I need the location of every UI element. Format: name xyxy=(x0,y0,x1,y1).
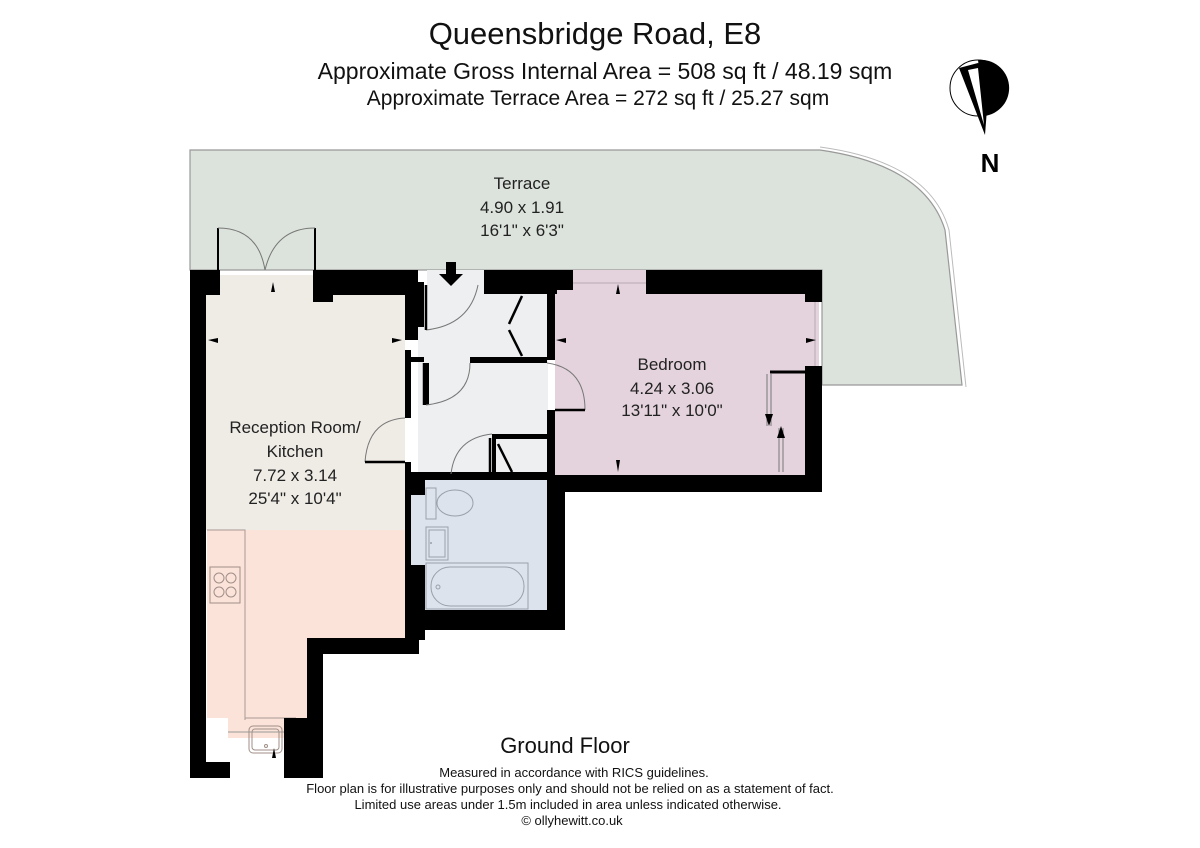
basin-icon xyxy=(425,526,449,561)
svg-text:4.90 x 1.91: 4.90 x 1.91 xyxy=(480,198,564,217)
north-label: N xyxy=(981,148,1000,178)
bathroom-niche xyxy=(410,495,425,565)
bathroom-floor xyxy=(425,480,547,610)
door-swings xyxy=(217,227,586,475)
north-arrow-icon xyxy=(949,59,1010,135)
svg-text:Bedroom: Bedroom xyxy=(638,355,707,374)
kitchen-floor xyxy=(207,530,405,718)
gross-internal-area: Approximate Gross Internal Area = 508 sq… xyxy=(317,58,893,84)
bathtub-icon xyxy=(425,562,529,610)
terrace-label: Terrace 4.90 x 1.91 16'1" x 6'3" xyxy=(480,174,564,240)
note-limited-use: Limited use areas under 1.5m included in… xyxy=(354,797,782,812)
svg-text:Kitchen: Kitchen xyxy=(267,442,324,461)
terrace-area-shape xyxy=(189,149,963,386)
svg-text:Terrace: Terrace xyxy=(494,174,551,193)
reception-label: Reception Room/ Kitchen 7.72 x 3.14 25'4… xyxy=(229,418,361,508)
bedroom-floor xyxy=(555,285,805,475)
floor-label: Ground Floor xyxy=(500,733,630,758)
dimension-markers xyxy=(208,282,816,758)
terrace-edge-line xyxy=(819,146,967,388)
note-disclaimer: Floor plan is for illustrative purposes … xyxy=(306,781,834,796)
svg-text:16'1" x 6'3": 16'1" x 6'3" xyxy=(480,221,564,240)
walls xyxy=(190,270,822,778)
wardrobe xyxy=(765,370,805,472)
note-rics: Measured in accordance with RICS guideli… xyxy=(439,765,709,780)
terrace-area: Approximate Terrace Area = 272 sq ft / 2… xyxy=(366,87,830,110)
hob-icon xyxy=(209,566,241,604)
bedroom-label: Bedroom 4.24 x 3.06 13'11" x 10'0" xyxy=(621,355,722,420)
plan-title: Queensbridge Road, E8 xyxy=(428,16,762,51)
entrance-arrow-icon xyxy=(439,262,463,286)
svg-text:7.72 x 3.14: 7.72 x 3.14 xyxy=(253,466,337,485)
kitchen-counter xyxy=(207,529,246,718)
sink-icon xyxy=(248,725,283,754)
svg-text:13'11" x 10'0": 13'11" x 10'0" xyxy=(621,401,722,420)
reception-door-recess xyxy=(205,275,317,295)
svg-text:Reception Room/: Reception Room/ xyxy=(229,418,361,437)
toilet-icon xyxy=(425,487,474,520)
door-leaves xyxy=(365,285,585,474)
bedroom-side-window xyxy=(805,302,819,370)
bedroom-window-recess xyxy=(573,270,646,290)
kitchen-door-recess xyxy=(228,718,284,738)
hallway-floor xyxy=(418,285,548,475)
svg-text:4.24 x 3.06: 4.24 x 3.06 xyxy=(630,379,714,398)
svg-text:25'4" x 10'4": 25'4" x 10'4" xyxy=(248,489,341,508)
reception-room-floor xyxy=(205,290,405,530)
copyright: © ollyhewitt.co.uk xyxy=(521,813,623,828)
